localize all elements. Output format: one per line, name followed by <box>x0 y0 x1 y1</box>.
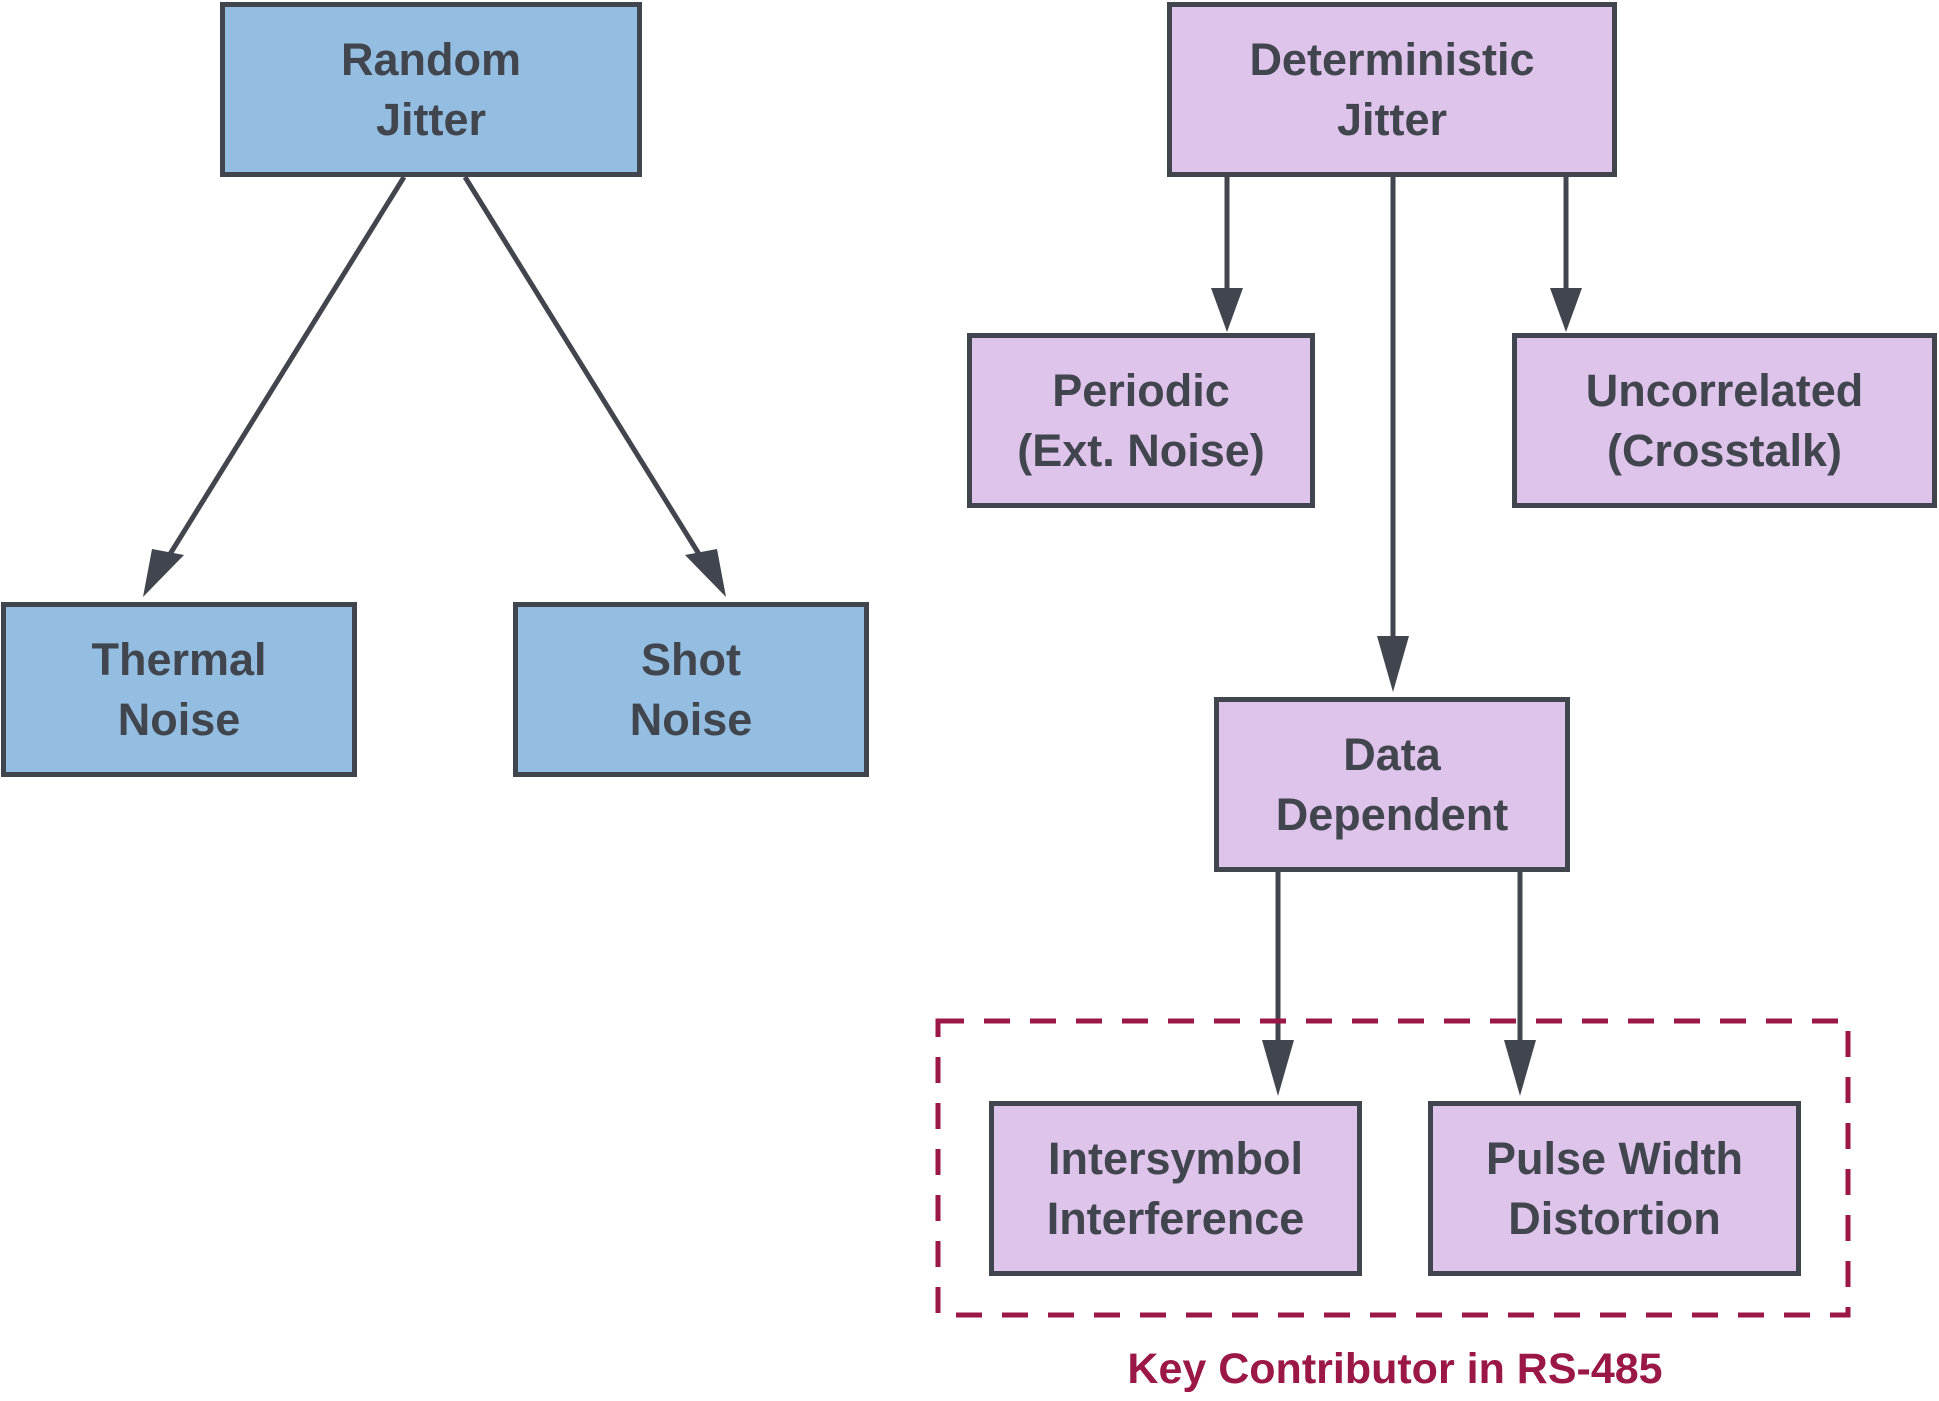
shot-noise-label-line1: Shot <box>641 633 741 685</box>
arrowhead-data-dependent <box>1377 636 1409 692</box>
key-contributor-group-outline <box>935 1018 1851 1318</box>
data-dependent-label-line1: Data <box>1343 728 1441 780</box>
intersymbol-interference-label-line1: Intersymbol <box>1047 1132 1304 1184</box>
intersymbol-interference-label-line2: Interference <box>1046 1192 1305 1244</box>
connector-random-to-shot <box>462 175 710 569</box>
random-jitter-label-line2: Jitter <box>375 93 487 145</box>
thermal-noise-label-line2: Noise <box>117 693 241 745</box>
key-contributor-caption: Key Contributor in RS-485 <box>1127 1345 1663 1393</box>
periodic-label-line2: (Ext. Noise) <box>1017 424 1265 476</box>
pulse-width-distortion-label-line2: Distortion <box>1508 1192 1721 1244</box>
thermal-noise-label-line1: Thermal <box>91 633 267 685</box>
arrowhead-thermal <box>143 549 184 597</box>
pulse-width-distortion-box: Pulse Width Distortion <box>1428 1101 1801 1276</box>
deterministic-jitter-box: Deterministic Jitter <box>1167 2 1617 177</box>
arrowhead-periodic <box>1211 288 1243 332</box>
random-jitter-label-line1: Random <box>341 33 521 85</box>
data-dependent-box: Data Dependent <box>1214 697 1570 872</box>
uncorrelated-label-line1: Uncorrelated <box>1585 364 1864 416</box>
deterministic-jitter-label-line2: Jitter <box>1336 93 1448 145</box>
random-jitter-box: Random Jitter <box>220 2 642 177</box>
periodic-label-line1: Periodic <box>1052 364 1230 416</box>
pulse-width-distortion-label-line1: Pulse Width <box>1485 1132 1744 1184</box>
connector-random-to-thermal <box>159 175 407 569</box>
shot-noise-label-line2: Noise <box>629 693 753 745</box>
shot-noise-box: Shot Noise <box>513 602 869 777</box>
arrowhead-intersymbol <box>1262 1040 1294 1096</box>
deterministic-jitter-label-line1: Deterministic <box>1249 33 1535 85</box>
uncorrelated-label-line2: (Crosstalk) <box>1606 424 1843 476</box>
periodic-box: Periodic (Ext. Noise) <box>967 333 1315 508</box>
arrowhead-uncorrelated <box>1550 288 1582 332</box>
thermal-noise-box: Thermal Noise <box>1 602 357 777</box>
arrowhead-pulse-width <box>1504 1040 1536 1096</box>
data-dependent-label-line2: Dependent <box>1275 788 1509 840</box>
arrowhead-shot <box>685 549 726 597</box>
intersymbol-interference-box: Intersymbol Interference <box>989 1101 1362 1276</box>
uncorrelated-box: Uncorrelated (Crosstalk) <box>1512 333 1937 508</box>
